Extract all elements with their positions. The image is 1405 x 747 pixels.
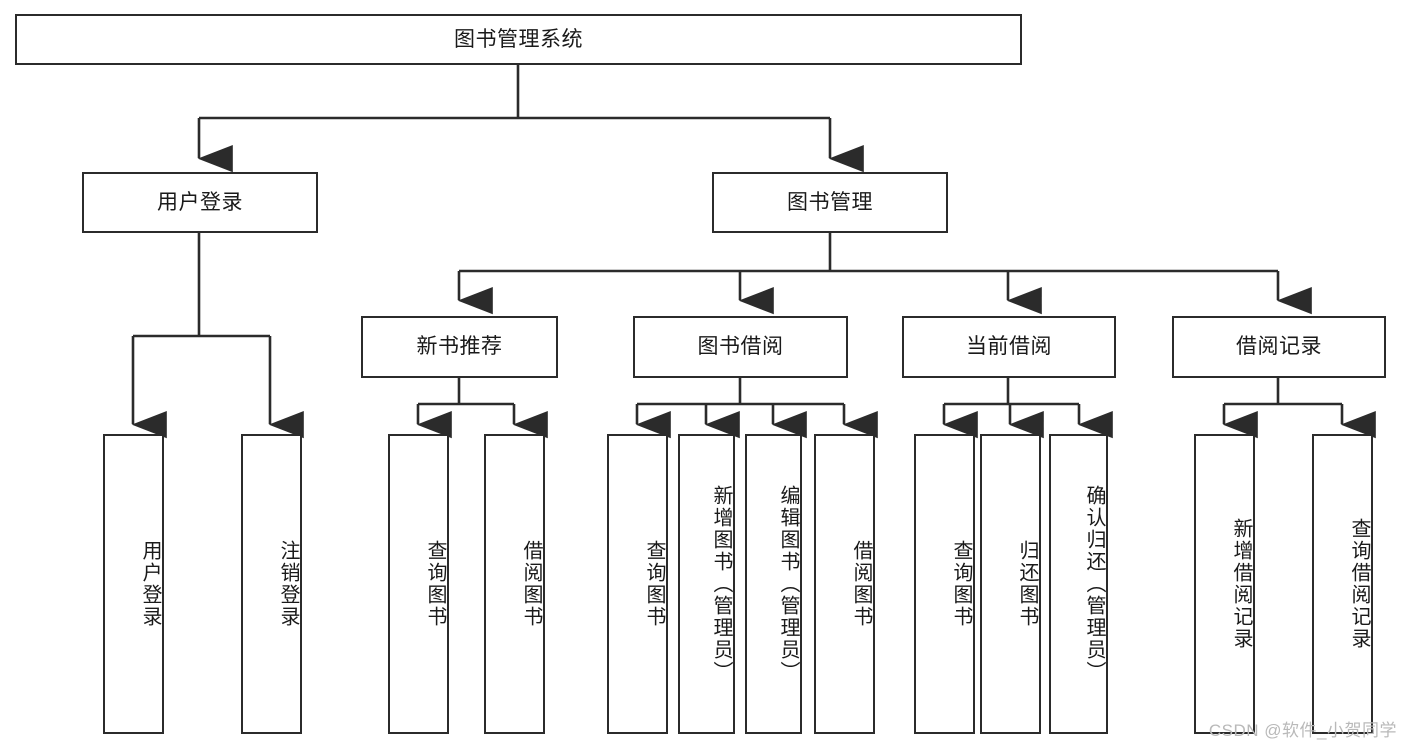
node-label: 查询图书 bbox=[424, 540, 446, 628]
node-root[interactable]: 图书管理系统 bbox=[15, 14, 1022, 65]
leaf-user-login[interactable]: 用户登录 bbox=[103, 434, 164, 734]
node-label: 查询借阅记录 bbox=[1348, 518, 1370, 650]
node-label: 注销登录 bbox=[277, 540, 299, 628]
node-label: 借阅图书 bbox=[520, 540, 542, 628]
leaf-query-book-recommend[interactable]: 查询图书 bbox=[388, 434, 449, 734]
watermark: CSDN @软件_小贺同学 bbox=[1208, 721, 1397, 740]
leaf-add-book-admin[interactable]: 新增图书（管理员） bbox=[678, 434, 735, 734]
node-new-book-recommend[interactable]: 新书推荐 bbox=[361, 316, 558, 378]
node-label: 图书管理 bbox=[787, 190, 873, 214]
leaf-return-book[interactable]: 归还图书 bbox=[980, 434, 1041, 734]
node-current-borrow[interactable]: 当前借阅 bbox=[902, 316, 1116, 378]
node-label: 编辑图书（管理员） bbox=[777, 485, 799, 683]
node-label: 当前借阅 bbox=[966, 335, 1052, 359]
node-label: 图书借阅 bbox=[697, 335, 784, 359]
leaf-logout[interactable]: 注销登录 bbox=[241, 434, 302, 734]
leaf-query-book-borrow[interactable]: 查询图书 bbox=[607, 434, 668, 734]
node-user-login[interactable]: 用户登录 bbox=[82, 172, 318, 233]
node-label: 借阅图书 bbox=[850, 540, 872, 628]
node-label: 借阅记录 bbox=[1236, 335, 1322, 359]
node-label: 查询图书 bbox=[643, 540, 665, 628]
node-label: 图书管理系统 bbox=[454, 27, 583, 51]
leaf-query-book-current[interactable]: 查询图书 bbox=[914, 434, 975, 734]
node-label: 归还图书 bbox=[1016, 540, 1038, 628]
node-book-borrow[interactable]: 图书借阅 bbox=[633, 316, 848, 378]
leaf-borrow-book[interactable]: 借阅图书 bbox=[814, 434, 875, 734]
leaf-edit-book-admin[interactable]: 编辑图书（管理员） bbox=[745, 434, 802, 734]
node-label: 新增图书（管理员） bbox=[710, 485, 732, 683]
node-label: 新增借阅记录 bbox=[1230, 518, 1252, 650]
node-label: 查询图书 bbox=[950, 540, 972, 628]
leaf-borrow-book-recommend[interactable]: 借阅图书 bbox=[484, 434, 545, 734]
node-label: 确认归还（管理员） bbox=[1083, 485, 1105, 683]
leaf-confirm-return-admin[interactable]: 确认归还（管理员） bbox=[1049, 434, 1108, 734]
node-book-management[interactable]: 图书管理 bbox=[712, 172, 948, 233]
leaf-add-borrow-record[interactable]: 新增借阅记录 bbox=[1194, 434, 1255, 734]
node-label: 新书推荐 bbox=[416, 335, 503, 359]
node-label: 用户登录 bbox=[157, 190, 243, 214]
leaf-query-borrow-record[interactable]: 查询借阅记录 bbox=[1312, 434, 1373, 734]
node-borrow-record[interactable]: 借阅记录 bbox=[1172, 316, 1386, 378]
node-label: 用户登录 bbox=[139, 540, 161, 628]
